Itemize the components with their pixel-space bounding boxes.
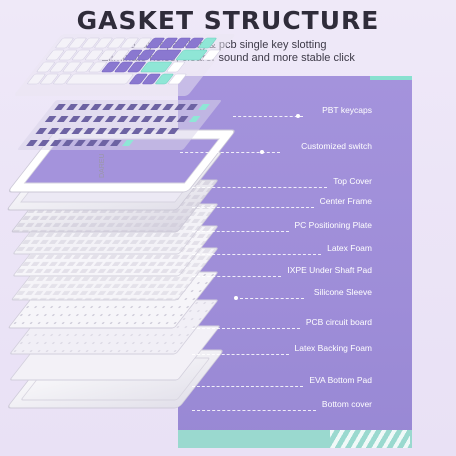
layer-label-bottom-cover: Bottom cover [321, 399, 372, 409]
leader-line [192, 207, 314, 209]
layer-label-pbt-keycaps: PBT keycaps [322, 105, 372, 115]
brand-text: DAREU [99, 153, 106, 178]
layer-label-pcb-circuit-board: PCB circuit board [305, 317, 372, 327]
layer-label-eva-bottom-pad: EVA Bottom Pad [309, 375, 372, 385]
layer-label-customized-switch: Customized switch [301, 141, 372, 151]
layer-label-row: IXPE Under Shaft Pad [178, 264, 408, 278]
layer-label-top-cover: Top Cover [333, 176, 372, 186]
layer-label-row: Bottom cover [178, 398, 408, 412]
layer-label-row: Silicone Sleeve [178, 286, 408, 300]
layer-label-row: PC Positioning Plate [178, 219, 408, 233]
layer-label-row: Latex Foam [178, 242, 408, 256]
layer-label-row: Latex Backing Foam [178, 342, 408, 356]
leader-line [192, 328, 300, 330]
leader-line [192, 410, 316, 412]
panel-accent-strip-top [370, 76, 412, 80]
layer-label-pc-positioning-plate: PC Positioning Plate [294, 220, 373, 230]
leader-line [192, 354, 289, 356]
page-title: GASKET STRUCTURE [76, 6, 380, 35]
layer-label-ixpe-under-shaft-pad: IXPE Under Shaft Pad [287, 265, 372, 275]
layer-label-row: PCB circuit board [178, 316, 408, 330]
layer-label-row: EVA Bottom Pad [178, 374, 408, 388]
switches-layer [17, 100, 221, 150]
panel-stripe-decoration [330, 430, 410, 448]
leader-line [192, 386, 304, 388]
layer-label-silicone-sleeve: Silicone Sleeve [313, 287, 372, 297]
leader-line [192, 231, 289, 233]
layer-label-center-frame: Center Frame [319, 196, 372, 206]
keycaps-layer [15, 34, 235, 96]
layer-label-row: Top Cover [178, 175, 408, 189]
layer-label-row: PBT keycaps [178, 104, 408, 118]
leader-line [192, 276, 282, 278]
leader-line [192, 187, 328, 189]
layer-label-row: Customized switch [178, 140, 408, 154]
layer-label-latex-backing-foam: Latex Backing Foam [294, 343, 372, 353]
leader-line [192, 254, 322, 256]
layer-label-latex-foam: Latex Foam [327, 243, 372, 253]
layer-label-row: Center Frame [178, 195, 408, 209]
